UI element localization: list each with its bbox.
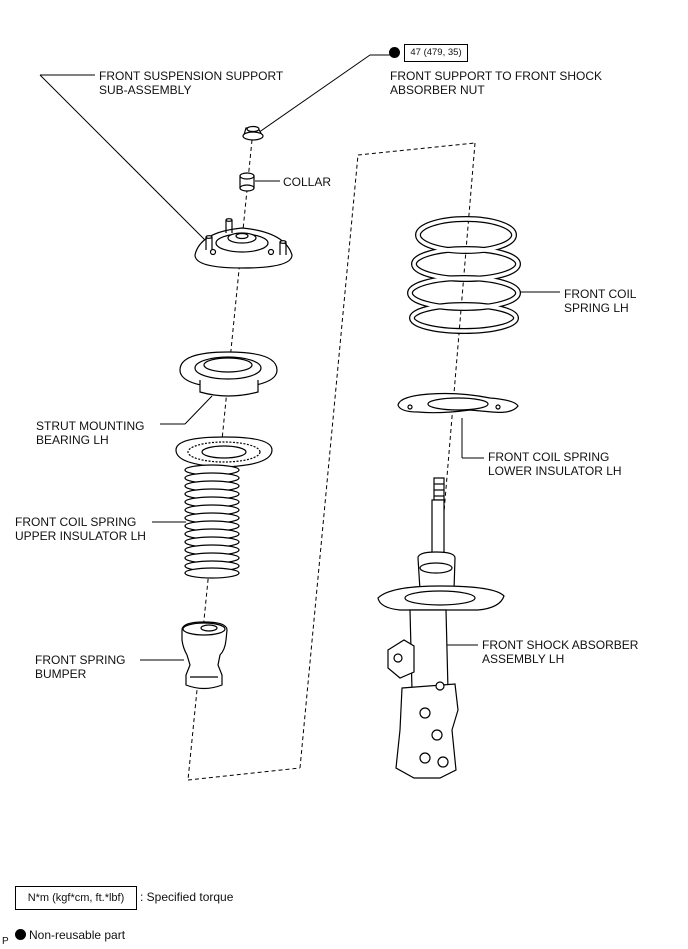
lower-insulator bbox=[397, 392, 519, 414]
insulator-bellows bbox=[184, 464, 240, 579]
legend-torque-units: N*m (kgf*cm, ft.*lbf) bbox=[15, 886, 137, 910]
label-upper-insulator: FRONT COIL SPRING UPPER INSULATOR LH bbox=[15, 515, 146, 543]
suspension-support bbox=[194, 218, 293, 269]
legend-non-reusable-dot bbox=[15, 929, 26, 940]
legend-torque-desc: : Specified torque bbox=[140, 890, 234, 904]
front-coil-spring-inner bbox=[408, 217, 520, 333]
label-spring-bumper: FRONT SPRING BUMPER bbox=[35, 653, 126, 681]
strut-bearing bbox=[179, 351, 278, 397]
collar bbox=[239, 172, 255, 192]
leader-lines bbox=[39, 54, 560, 661]
label-shock-absorber: FRONT SHOCK ABSORBER ASSEMBLY LH bbox=[482, 638, 639, 666]
corner-mark: P bbox=[2, 936, 9, 947]
support-nut bbox=[242, 125, 264, 141]
shock-absorber bbox=[377, 477, 505, 779]
label-support-nut: FRONT SUPPORT TO FRONT SHOCK ABSORBER NU… bbox=[390, 69, 603, 97]
label-lower-insulator: FRONT COIL SPRING LOWER INSULATOR LH bbox=[488, 450, 622, 478]
spring-bumper bbox=[181, 621, 228, 690]
label-coil-spring: FRONT COIL SPRING LH bbox=[564, 287, 637, 315]
label-collar: COLLAR bbox=[283, 175, 332, 189]
upper-insulator bbox=[175, 436, 273, 579]
label-suspension-support: FRONT SUSPENSION SUPPORT SUB-ASSEMBLY bbox=[99, 69, 284, 97]
legend-non-reusable-text: Non-reusable part bbox=[29, 928, 126, 942]
label-strut-bearing: STRUT MOUNTING BEARING LH bbox=[36, 419, 145, 447]
torque-spec-box: 47 (479, 35) bbox=[404, 44, 468, 62]
non-reusable-mark bbox=[389, 47, 400, 58]
